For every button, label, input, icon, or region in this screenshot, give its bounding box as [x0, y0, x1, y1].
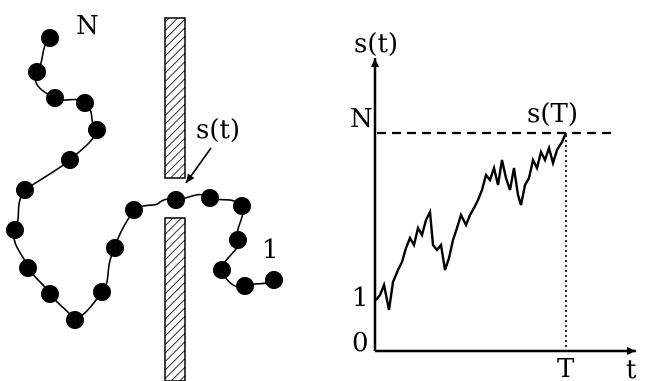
- monomer: [229, 231, 247, 249]
- monomer: [41, 29, 59, 47]
- y-tick-label-N: N: [350, 104, 373, 134]
- y-tick-label-1: 1: [352, 283, 369, 313]
- x-tick-label-T: T: [557, 354, 575, 381]
- pore-segment-label: s(t): [196, 115, 240, 145]
- monomer-in-pore: [167, 191, 185, 209]
- monomer: [61, 151, 79, 169]
- pore-pointer-arrow: [185, 147, 212, 184]
- wall-lower-segment: [164, 217, 186, 381]
- end-point-label: s(T): [527, 99, 578, 129]
- monomer: [76, 94, 94, 112]
- monomer: [233, 197, 251, 215]
- membrane-wall: [164, 17, 186, 381]
- monomer: [6, 221, 24, 239]
- y-tick-label-0: 0: [352, 328, 369, 358]
- monomer: [66, 311, 84, 329]
- monomer: [88, 121, 106, 139]
- chain-end-label-1: 1: [262, 235, 279, 265]
- x-axis-label: t: [626, 355, 637, 381]
- y-axis-label: s(t): [354, 29, 398, 59]
- monomer: [16, 181, 34, 199]
- monomer: [19, 259, 37, 277]
- monomer: [265, 271, 283, 289]
- chain-end-label-N: N: [76, 11, 99, 41]
- monomer: [201, 189, 219, 207]
- monomer: [236, 277, 254, 295]
- random-walk-trajectory: [375, 132, 568, 311]
- monomer: [93, 283, 111, 301]
- wall-upper-segment: [164, 17, 186, 179]
- monomer: [41, 285, 59, 303]
- polymer-backbone: [13, 37, 275, 322]
- monomer: [46, 89, 64, 107]
- monomer: [125, 201, 143, 219]
- monomer: [28, 63, 46, 81]
- polymer-monomers: [6, 29, 283, 329]
- monomer: [213, 261, 231, 279]
- plot-axes: [371, 58, 636, 355]
- monomer: [106, 239, 124, 257]
